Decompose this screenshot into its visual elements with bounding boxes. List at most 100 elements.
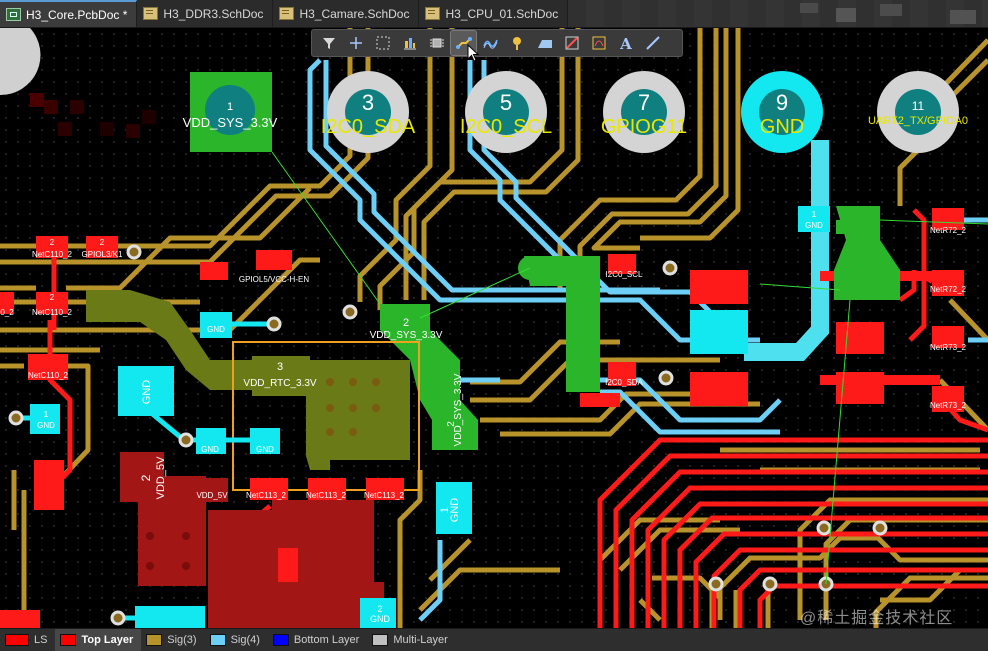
i2c-scl-pad-pour	[524, 256, 600, 392]
watermark-text: @稀土掘金技术社区	[800, 610, 954, 627]
region-tool[interactable]	[559, 31, 584, 55]
layer-color-swatch	[209, 634, 226, 646]
netc110-label: NetC110_2	[28, 371, 68, 380]
tab-h3-ddr3-schdoc[interactable]: H3_DDR3.SchDoc	[137, 0, 274, 27]
layer-tab-multi-layer[interactable]: Multi-Layer	[367, 629, 455, 651]
polygon-icon	[537, 40, 552, 48]
netr72-label: NetR72_2	[930, 226, 967, 235]
vdd-sys-pour	[380, 304, 478, 450]
board-corner-mounting-hole	[0, 28, 41, 96]
mouse-cursor-icon	[467, 44, 479, 62]
line-icon	[645, 36, 660, 50]
component-tool[interactable]	[424, 31, 449, 55]
c110-pad-number: 2	[50, 293, 55, 302]
crosshair-tool[interactable]	[343, 31, 368, 55]
c110-pad-number: 2	[50, 238, 55, 247]
gpiol3-pad-number: 2	[100, 238, 105, 247]
layer-color-swatch	[5, 634, 29, 646]
netc113-label: NetC113_2	[246, 491, 286, 500]
pad-net-label: VDD_SYS_3.3V	[183, 115, 278, 130]
gnd-label: GND	[201, 445, 219, 454]
polygon-tool[interactable]	[532, 31, 557, 55]
layer-tab-top-layer[interactable]: Top Layer	[55, 629, 142, 651]
gnd-thick-trace	[744, 140, 829, 361]
dimension-tool[interactable]	[586, 31, 611, 55]
select-rect-icon	[376, 36, 389, 50]
vdd-rtc-pour	[86, 290, 330, 470]
crosshair-icon	[349, 37, 362, 49]
line-tool[interactable]	[640, 31, 665, 55]
pixelated-area	[950, 10, 976, 24]
pad-net-label: I2C0_SCL	[460, 116, 552, 138]
layer-label: Sig(4)	[230, 634, 260, 646]
tab-h3-cpu01-schdoc[interactable]: H3_CPU_01.SchDoc	[419, 0, 569, 27]
pixelated-area	[30, 93, 156, 138]
diff-pair-icon	[482, 39, 498, 49]
pcb-layout[interactable]: 1 VDD_SYS_3.3V 3 I2C0_SDA 5 I2C0_SCL 7 G…	[0, 28, 988, 628]
netc110-label: NetC110_2	[32, 250, 72, 259]
diff-pair-tool[interactable]	[478, 31, 503, 55]
tab-label: H3_CPU_01.SchDoc	[445, 6, 559, 21]
route-tool[interactable]	[450, 30, 477, 56]
netc110-label: NetC110_2	[32, 308, 72, 317]
tab-h3-camare-schdoc[interactable]: H3_Camare.SchDoc	[273, 0, 420, 27]
pad-one-label: 1	[44, 410, 49, 419]
layer-tab-sig4[interactable]: Sig(4)	[205, 629, 268, 651]
ratsnest-lines	[271, 151, 988, 585]
tab-label: H3_DDR3.SchDoc	[163, 6, 264, 21]
pad-net-label: UART2_TX/GPIOA0	[868, 115, 968, 127]
layer-label: Top Layer	[81, 634, 134, 646]
layer-tab-ls[interactable]: LS	[0, 629, 55, 651]
sch-doc-icon	[425, 7, 441, 20]
via-tool[interactable]	[505, 31, 530, 55]
vdd5v-label: VDD_5V	[196, 491, 228, 500]
header-connector-pads[interactable]	[205, 71, 959, 153]
layer-label: Bottom Layer	[293, 634, 360, 646]
layer-tab-bottom-layer[interactable]: Bottom Layer	[268, 629, 367, 651]
pcb-editor-canvas[interactable]: 1 VDD_SYS_3.3V 3 I2C0_SDA 5 I2C0_SCL 7 G…	[0, 28, 988, 628]
left-net-label: 0_2	[0, 308, 14, 317]
tab-label: H3_Camare.SchDoc	[299, 6, 410, 21]
document-tab-bar: H3_Core.PcbDoc * H3_DDR3.SchDoc H3_Camar…	[0, 0, 988, 28]
gpiol5-label: GPIOL5/VCC-H-EN	[239, 275, 309, 284]
text-string-tool[interactable]: A	[613, 31, 638, 55]
select-rect-tool[interactable]	[370, 31, 395, 55]
vdd-rtc-pad[interactable]	[252, 356, 310, 396]
layer-color-swatch	[60, 634, 77, 646]
tab-bar-empty-area	[568, 0, 988, 27]
filter-icon	[322, 38, 335, 49]
vdd-rtc-pad-number: 3	[277, 361, 283, 373]
component-vias	[326, 378, 380, 436]
layer-color-swatch	[146, 634, 163, 646]
layer-tab-sig3[interactable]: Sig(3)	[141, 629, 204, 651]
pad-one-label: 1	[812, 210, 817, 219]
text-string-icon: A	[619, 35, 632, 52]
dimension-icon	[592, 36, 605, 50]
layer-label: Multi-Layer	[393, 634, 448, 646]
pad-number-label: 1	[227, 101, 233, 113]
filter-tool[interactable]	[316, 31, 341, 55]
gnd-label: GND	[370, 614, 391, 624]
vdd-sys-pad-number: 2	[446, 421, 457, 427]
sig4-pads[interactable]	[30, 206, 830, 628]
vdd-sys-vertical-label: VDD_SYS_3.3V	[453, 373, 464, 446]
vdd5v-label: VDD_5V	[155, 456, 167, 499]
pad-number-label: 9	[776, 90, 788, 115]
pad-one-label: 1	[439, 507, 451, 513]
svg-text:A: A	[619, 35, 632, 52]
pad-number-label: 7	[638, 90, 650, 115]
align-icon	[403, 38, 416, 50]
pad-number-label: 5	[500, 90, 512, 115]
pixelated-area	[880, 4, 902, 16]
layer-label: Sig(3)	[167, 634, 197, 646]
tab-h3-core-pcbdoc[interactable]: H3_Core.PcbDoc *	[0, 0, 138, 27]
align-tool[interactable]	[397, 31, 422, 55]
pad-number-label: 3	[362, 90, 374, 115]
netr73-label: NetR73_2	[930, 343, 967, 352]
i2c-sda-label: I2C0_SDA	[605, 378, 643, 387]
vdd5v-pad-number: 2	[139, 474, 153, 481]
vdd-rtc-label: VDD_RTC_3.3V	[243, 378, 317, 389]
component-icon	[429, 38, 444, 48]
netc113-label: NetC113_2	[364, 491, 404, 500]
pad-net-label: GND	[760, 116, 804, 138]
